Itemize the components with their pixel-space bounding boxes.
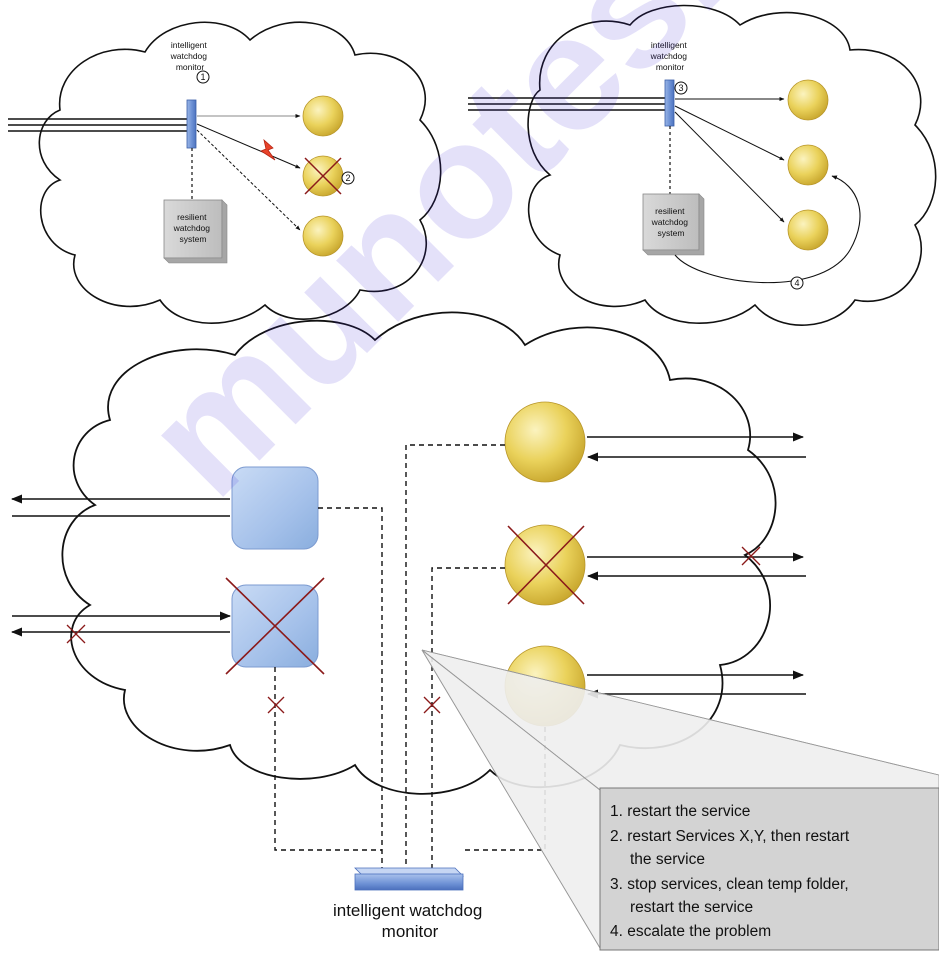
step-marker — [196, 70, 210, 84]
callout-step: 3. stop services, clean temp folder, — [610, 876, 849, 893]
monitor-label: intelligent watchdog monitor — [170, 40, 210, 72]
callout-step: restart the service — [630, 899, 753, 916]
service-node — [302, 215, 344, 257]
incoming-requests — [468, 97, 665, 111]
failure-cross-icon — [66, 624, 86, 644]
box-shadow — [163, 199, 228, 264]
incoming-requests — [8, 118, 188, 132]
panel-one: intelligent watchdog monitor 1 2 resilie — [8, 21, 442, 324]
lightning-icon — [260, 138, 276, 161]
failure-cross-icon — [304, 157, 342, 195]
cloud-outline — [61, 311, 777, 795]
step-number: 2 — [345, 173, 350, 183]
step-number: 1 — [200, 72, 205, 82]
client-connections — [10, 494, 232, 637]
failure-cross-icon — [741, 546, 761, 566]
routing-arrows — [196, 114, 301, 231]
routing-arrows — [674, 97, 785, 223]
callout-step: 1. restart the service — [610, 803, 750, 820]
service-node-restarted — [787, 144, 829, 186]
monitor-label: intelligent watchdog monitor — [333, 901, 487, 941]
service-node — [302, 95, 344, 137]
step-marker — [790, 276, 804, 290]
resilient-system-label: resilient watchdog system — [173, 212, 213, 244]
callout-pointer-lines — [421, 649, 939, 949]
failure-cross-icon — [225, 577, 325, 675]
service-node — [787, 79, 829, 121]
service-node — [787, 209, 829, 251]
panel-two: intelligent watchdog monitor 3 resilient… — [468, 4, 937, 326]
intelligent-watchdog-monitor — [186, 99, 197, 149]
restart-path — [674, 175, 861, 284]
step-number: 4 — [794, 278, 799, 288]
resilient-watchdog-system — [163, 199, 223, 259]
step-marker — [674, 81, 688, 95]
callout-step: the service — [630, 851, 705, 868]
cloud-outline — [38, 21, 442, 324]
service-node — [504, 401, 586, 483]
main-panel: 1. restart the service 2. restart Servic… — [10, 311, 939, 951]
step-marker — [341, 171, 355, 185]
monitor-label: intelligent watchdog monitor — [650, 40, 690, 72]
cloud-outline — [527, 4, 937, 326]
monitor-front — [354, 873, 464, 891]
failure-cross-icon — [507, 525, 585, 605]
callout-step: 2. restart Services X,Y, then restart — [610, 828, 850, 845]
resilient-system-label: resilient watchdog system — [651, 206, 691, 238]
step-number: 3 — [678, 83, 683, 93]
service-connections — [586, 432, 806, 699]
escalation-callout — [599, 787, 939, 951]
failure-cross-icon — [267, 696, 441, 714]
box-shadow — [642, 193, 705, 256]
callout-step: 4. escalate the problem — [610, 923, 771, 940]
